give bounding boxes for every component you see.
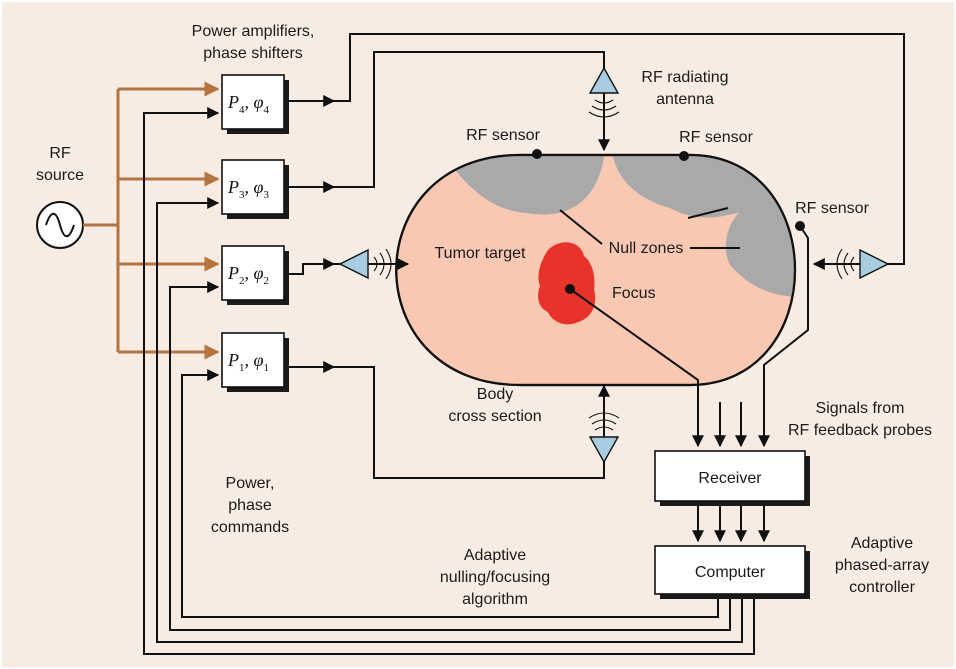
controller-label-line3: controller <box>849 579 915 596</box>
signals-label-line2: RF feedback probes <box>788 422 932 439</box>
rf-distribution-lines <box>83 81 220 360</box>
receiver-to-computer <box>692 506 770 543</box>
commands-label-line3: commands <box>211 519 289 536</box>
controller-label-line1: Adaptive <box>851 535 913 552</box>
module-p2: P2, φ2 <box>221 245 289 305</box>
null-zone-leader-3 <box>687 207 729 219</box>
receiver-box: Receiver <box>654 450 810 506</box>
null-zone-top-left <box>440 155 605 215</box>
algorithm-label-line2: nulling/focusing <box>440 569 550 586</box>
body-label-line1: Body <box>477 386 513 403</box>
amplifiers-label-line2: phase shifters <box>203 45 303 62</box>
antenna-label-line2: antenna <box>656 91 714 108</box>
feedback-lines <box>569 225 809 448</box>
output-wires <box>289 33 905 479</box>
rf-sensor-label-2: RF sensor <box>679 129 753 146</box>
computer-label: Computer <box>695 564 766 581</box>
tumor-target-label: Tumor target <box>435 245 527 262</box>
rf-sensor-label-1: RF sensor <box>466 127 540 144</box>
focus-label: Focus <box>612 285 656 302</box>
signals-label-line1: Signals from <box>816 400 905 417</box>
svg-text:P2, φ2: P2, φ2 <box>227 263 269 287</box>
rf-source <box>36 201 84 249</box>
null-zones-label: Null zones <box>609 240 684 257</box>
null-zone-leader-1 <box>559 209 603 245</box>
module-p1: P1, φ1 <box>221 332 289 392</box>
rf-source-label-line1: RF <box>49 145 71 162</box>
antenna-right <box>812 248 890 280</box>
controller-label-line2: phased-array <box>835 557 929 574</box>
svg-text:P3, φ3: P3, φ3 <box>227 177 269 201</box>
computer-box: Computer <box>654 545 810 599</box>
algorithm-label-line3: algorithm <box>462 591 528 608</box>
rf-sensor-1 <box>532 149 542 159</box>
receiver-label: Receiver <box>698 470 762 487</box>
module-p4: P4, φ4 <box>221 74 289 134</box>
module-p3: P3, φ3 <box>221 159 289 219</box>
command-wires <box>143 107 755 655</box>
antenna-left <box>338 248 410 280</box>
antenna-label-line1: RF radiating <box>641 69 728 86</box>
antenna-top <box>588 66 620 152</box>
amplifiers-label-line1: Power amplifiers, <box>192 23 315 40</box>
algorithm-label-line1: Adaptive <box>464 547 526 564</box>
focus-region <box>538 242 596 325</box>
antenna-bottom <box>588 384 620 464</box>
rf-sensor-label-3: RF sensor <box>795 200 869 217</box>
svg-text:P4, φ4: P4, φ4 <box>227 92 269 116</box>
rf-sensor-2 <box>679 151 689 161</box>
commands-label-line2: phase <box>228 497 272 514</box>
body-label-line2: cross section <box>448 408 541 425</box>
rf-source-label-line2: source <box>36 167 84 184</box>
commands-label-line1: Power, <box>226 475 275 492</box>
svg-text:P1, φ1: P1, φ1 <box>227 350 269 374</box>
